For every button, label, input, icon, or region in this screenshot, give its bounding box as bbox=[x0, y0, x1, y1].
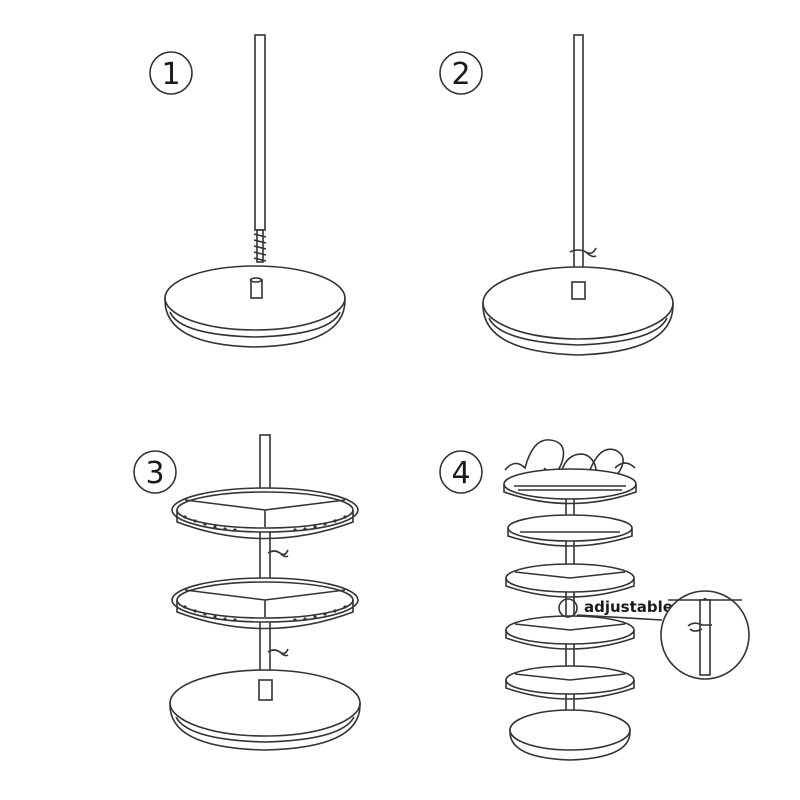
step-3-pole bbox=[259, 434, 289, 686]
step-2-pole bbox=[569, 34, 597, 300]
step-3-tray-lower bbox=[171, 577, 359, 630]
step-4-panel: 4 bbox=[439, 439, 750, 761]
adjustable-label: adjustable bbox=[584, 598, 673, 616]
adjustable-callout: adjustable bbox=[558, 590, 750, 680]
step-4-tray-4 bbox=[505, 615, 635, 650]
step-4-base bbox=[509, 709, 631, 761]
step-3-panel: 3 bbox=[133, 434, 361, 751]
step-2-base bbox=[482, 266, 674, 356]
step-4-tray-2 bbox=[507, 514, 633, 547]
step-1-panel: 1 bbox=[149, 34, 346, 348]
step-4-marker: 4 bbox=[439, 450, 483, 494]
step-3-marker: 3 bbox=[133, 450, 177, 494]
step-4-tray-1 bbox=[503, 468, 637, 505]
step-1-base bbox=[164, 265, 346, 348]
step-1-marker: 1 bbox=[149, 51, 193, 95]
step-4-tray-3 bbox=[505, 563, 635, 598]
step-4-number: 4 bbox=[451, 456, 470, 491]
step-3-tray-upper bbox=[171, 487, 359, 540]
step-1-pole bbox=[253, 34, 267, 263]
step-1-number: 1 bbox=[161, 57, 180, 92]
magnified-detail-inset bbox=[660, 590, 750, 680]
step-3-number: 3 bbox=[145, 456, 164, 491]
step-4-tray-5 bbox=[505, 665, 635, 700]
step-2-marker: 2 bbox=[439, 51, 483, 95]
step-2-number: 2 bbox=[451, 57, 470, 92]
step-3-base bbox=[169, 669, 361, 751]
step-2-panel: 2 bbox=[439, 34, 674, 356]
step-4-top-ornament bbox=[504, 439, 636, 481]
